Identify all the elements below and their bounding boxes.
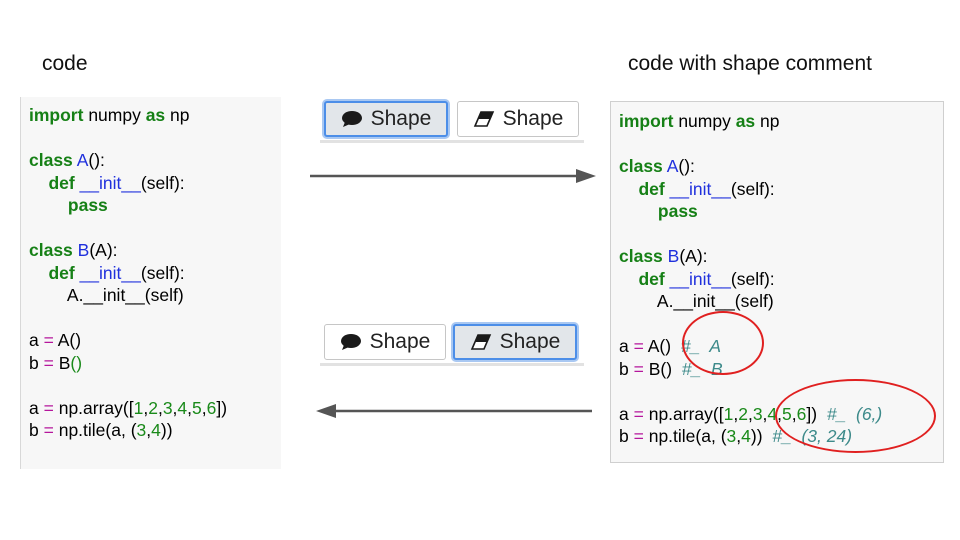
code-line: a = A() <box>29 330 82 350</box>
code-line: pass <box>29 195 108 215</box>
add-shape-comment-button[interactable]: Shape <box>324 324 446 360</box>
eraser-icon <box>470 333 492 351</box>
add-shape-comment-button[interactable]: Shape <box>324 101 448 137</box>
code-panel-right: import numpy as np class A(): def __init… <box>610 101 944 463</box>
remove-shape-comment-button[interactable]: Shape <box>457 101 579 137</box>
code-line: class A(): <box>619 156 695 176</box>
code-line: A.__init__(self) <box>619 291 774 311</box>
code-line: class B(A): <box>29 240 118 260</box>
button-label: Shape <box>370 107 432 130</box>
divider <box>320 140 584 143</box>
arrow-left <box>316 404 592 418</box>
code-with-shape-comment-title: code with shape comment <box>628 52 872 75</box>
button-label: Shape <box>499 330 561 353</box>
code-line: pass <box>619 201 698 221</box>
code-panel-left: import numpy as np class A(): def __init… <box>20 97 281 469</box>
code-line: b = B() <box>29 352 83 373</box>
code-title: code <box>42 52 88 75</box>
code-line: b = np.tile(a, (3,4)) <box>29 420 173 440</box>
code-line: def __init__(self): <box>619 268 775 289</box>
code-line: def __init__(self): <box>29 172 185 193</box>
toolbar-bottom: Shape Shape <box>320 318 584 366</box>
code-line: import numpy as np <box>619 111 780 131</box>
speech-bubble-icon <box>340 333 362 351</box>
arrow-right <box>310 169 596 183</box>
highlight-circle-large <box>775 379 936 453</box>
highlight-circle-small <box>682 311 764 375</box>
code-line: def __init__(self): <box>29 262 185 283</box>
code-line: A.__init__(self) <box>29 285 184 305</box>
code-line: class B(A): <box>619 246 708 266</box>
remove-shape-comment-button[interactable]: Shape <box>453 324 577 360</box>
speech-bubble-icon <box>341 110 363 128</box>
button-label: Shape <box>502 107 564 130</box>
button-label: Shape <box>369 330 431 353</box>
code-line: def __init__(self): <box>619 178 775 199</box>
code-line: class A(): <box>29 150 105 170</box>
code-block-left: import numpy as np class A(): def __init… <box>29 104 227 442</box>
divider <box>320 363 584 366</box>
code-line: a = np.array([1,2,3,4,5,6]) <box>29 397 228 418</box>
toolbar-top: Shape Shape <box>320 95 584 143</box>
code-block-right: import numpy as np class A(): def __init… <box>619 110 882 448</box>
eraser-icon <box>473 110 495 128</box>
code-line: import numpy as np <box>29 105 190 125</box>
